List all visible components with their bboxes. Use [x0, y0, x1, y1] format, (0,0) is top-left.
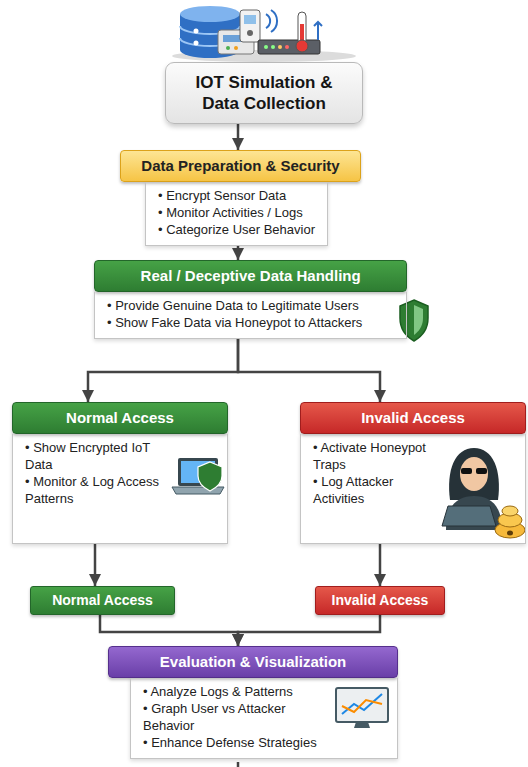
process-card: Data Preparation & Security • Encrypt Sen… [120, 150, 361, 246]
process-card: Normal Access • Show Encrypted IoT Data• … [12, 402, 228, 544]
flow-arrow [379, 544, 382, 586]
card-heading: Real / Deceptive Data Handling [109, 267, 392, 285]
process-card: Real / Deceptive Data Handling • Provide … [94, 260, 407, 339]
flow-arrow [238, 615, 380, 646]
beehive-icon [495, 506, 525, 538]
card-header: Data Preparation & Security [120, 150, 361, 182]
card-body: • Encrypt Sensor Data• Monitor Activitie… [145, 182, 328, 246]
iot-devices-icon [172, 6, 356, 62]
flow-arrow [94, 544, 97, 586]
hacker-icon [442, 448, 502, 530]
access-label: Invalid Access [330, 592, 430, 609]
process-card: Invalid Access • Activate Honeypot Traps•… [300, 402, 526, 544]
flow-arrow [100, 615, 238, 646]
shield-icon [400, 300, 428, 341]
access-box-frame: Normal Access [30, 586, 175, 615]
source-box: IOT Simulation & Data Collection [165, 62, 363, 124]
bullet-text: • Categorize User Behavior [158, 222, 315, 239]
card-heading: Invalid Access [315, 409, 511, 427]
bullet-text: • Log Attacker Activities [313, 474, 441, 508]
bullet-text: • Analyze Logs & Patterns [143, 684, 329, 701]
process-card: Evaluation & Visualization • Analyze Logs… [108, 646, 398, 759]
card-heading: Evaluation & Visualization [123, 653, 383, 671]
card-body: • Provide Genuine Data to Legitimate Use… [94, 292, 407, 339]
card-header: Real / Deceptive Data Handling [94, 260, 407, 292]
access-box-frame: Invalid Access [315, 586, 445, 615]
access-label: Normal Access [45, 592, 160, 609]
card-body: • Show Encrypted IoT Data• Monitor & Log… [12, 434, 228, 544]
bullet-text: • Monitor Activities / Logs [158, 205, 315, 222]
access-box: Invalid Access [315, 586, 445, 615]
laptop-icon [172, 458, 224, 494]
source-title: IOT Simulation & Data Collection [180, 72, 348, 114]
flow-arrow [237, 124, 240, 150]
card-heading: Normal Access [27, 409, 213, 427]
card-body: • Analyze Logs & Patterns• Graph User vs… [130, 678, 398, 759]
source-box-frame: IOT Simulation & Data Collection [165, 62, 363, 124]
bullet-text: • Enhance Defense Strategies [143, 735, 329, 752]
card-body: • Activate Honeypot Traps• Log Attacker … [300, 434, 526, 544]
flow-arrow [238, 339, 380, 402]
card-header: Evaluation & Visualization [108, 646, 398, 678]
bullet-text: • Encrypt Sensor Data [158, 188, 315, 205]
bullet-text: • Activate Honeypot Traps [313, 440, 441, 474]
exit-line [237, 762, 240, 767]
chart-icon [336, 688, 388, 728]
flow-arrow [88, 339, 238, 402]
bullet-text: • Show Encrypted IoT Data [25, 440, 173, 474]
bullet-text: • Graph User vs Attacker Behavior [143, 701, 329, 735]
bullet-text: • Show Fake Data via Honeypot to Attacke… [107, 315, 362, 332]
bullet-text: • Provide Genuine Data to Legitimate Use… [107, 298, 362, 315]
card-header: Invalid Access [300, 402, 526, 434]
flow-arrow [237, 246, 240, 260]
card-header: Normal Access [12, 402, 228, 434]
card-heading: Data Preparation & Security [135, 157, 346, 175]
access-box: Normal Access [30, 586, 175, 615]
bullet-text: • Monitor & Log Access Patterns [25, 474, 173, 508]
